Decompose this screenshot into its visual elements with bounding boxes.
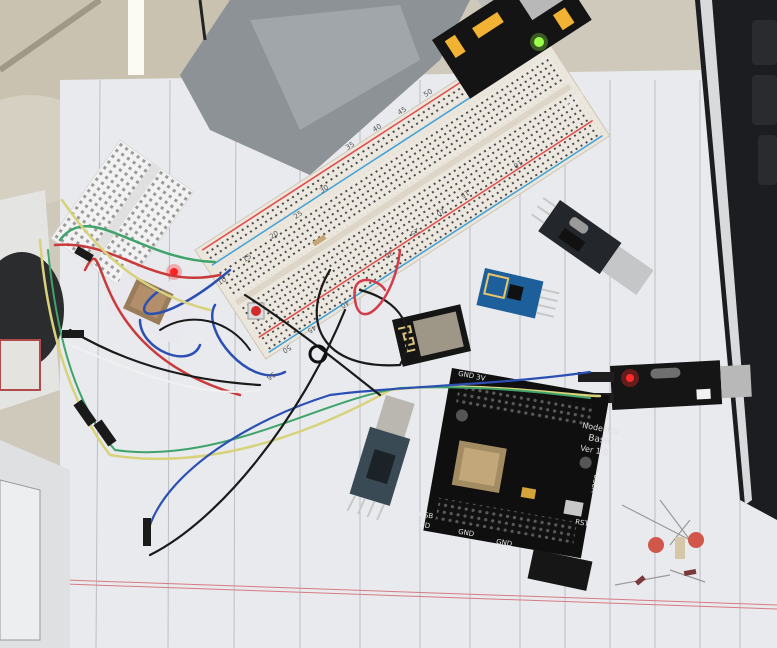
notepad-margin-line bbox=[64, 579, 777, 610]
jumper-wires bbox=[38, 198, 602, 557]
esp-led bbox=[170, 268, 178, 276]
computer-mouse bbox=[0, 252, 64, 368]
jumper-connectors bbox=[62, 246, 151, 546]
power-led bbox=[534, 37, 544, 47]
diode bbox=[683, 568, 697, 576]
push-button bbox=[251, 306, 261, 316]
adapter-led bbox=[626, 374, 634, 382]
nodemcu-base-board bbox=[423, 368, 610, 559]
esp12-loose-module bbox=[392, 304, 472, 367]
light-reflection bbox=[128, 0, 144, 75]
usb-serial-adapter-pl2303 bbox=[346, 395, 415, 521]
power-supply-module bbox=[432, 0, 592, 99]
wire-loop bbox=[308, 344, 328, 364]
ceramic-capacitor bbox=[648, 537, 664, 553]
blue-wire-connector bbox=[143, 518, 151, 546]
esp01-module bbox=[476, 268, 560, 319]
nodemcu-pin-label-3v: 3V bbox=[475, 373, 486, 383]
loose-components bbox=[614, 499, 706, 586]
breadboard-resistor bbox=[312, 234, 327, 247]
diode bbox=[634, 575, 646, 586]
ceramic-capacitor bbox=[688, 532, 704, 548]
usb-serial-adapter-ch340 bbox=[531, 197, 654, 295]
loose-resistor bbox=[675, 537, 685, 559]
usb-serial-adapter-lit bbox=[610, 360, 752, 410]
barrel-jack bbox=[527, 549, 593, 591]
